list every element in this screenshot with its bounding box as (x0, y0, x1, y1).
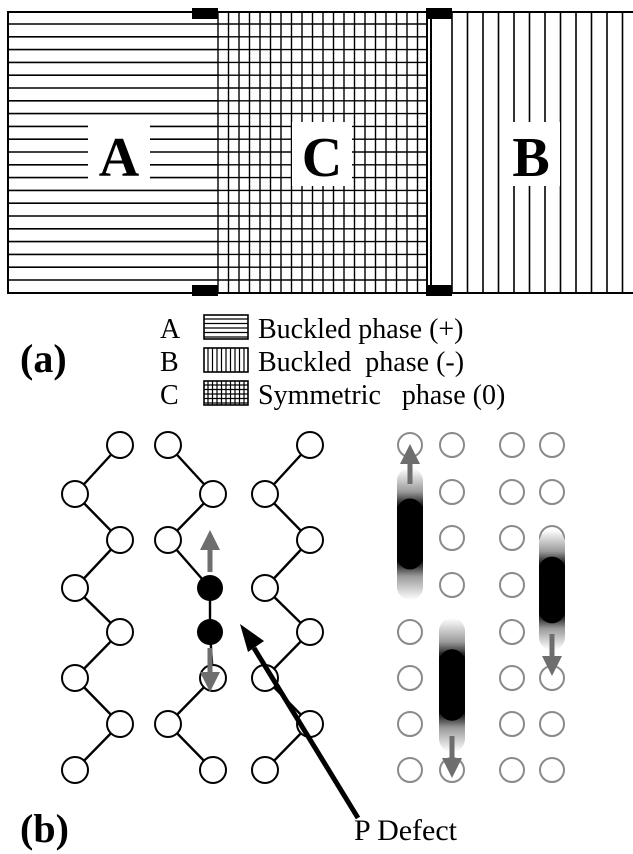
chain-atom (106, 618, 134, 646)
chain-atom (106, 710, 134, 738)
boundary-marker (192, 8, 218, 19)
lattice-ring (397, 432, 423, 458)
lattice-ring (439, 525, 465, 551)
region-b-label-backing (500, 122, 560, 186)
region-b-vertical-lines (451, 12, 624, 293)
chain-atom (61, 574, 89, 602)
moving-defect-atom (439, 694, 465, 721)
defect-atom (197, 619, 223, 645)
chain-atom (106, 526, 134, 554)
moving-defect-atom (439, 649, 465, 676)
legend-swatch-horizontal (203, 314, 249, 340)
chain-atom (199, 664, 227, 692)
boundary-marker (192, 285, 218, 296)
p-defect-pointer-head (240, 624, 264, 652)
moving-defects (397, 444, 565, 778)
chain-atom (296, 431, 324, 459)
defect-blur-trail (397, 468, 423, 600)
lattice-ring (397, 711, 423, 737)
p-defect-label: P Defect (354, 814, 458, 847)
chain-atom (251, 480, 279, 508)
lattice-ring (439, 432, 465, 458)
panel-b-tag: (b) (20, 806, 69, 851)
lattice-ring (539, 432, 565, 458)
lattice-ring (397, 757, 423, 783)
chain-atom (61, 756, 89, 784)
legend-letter-a: A (160, 314, 181, 345)
strip-frame (7, 11, 633, 294)
lattice-ring (499, 479, 525, 505)
panel-a-tag: (a) (20, 336, 67, 381)
legend-text-b: Buckled phase (-) (258, 347, 464, 378)
legend-text-c: Symmetric phase (0) (258, 380, 505, 411)
lattice-ring (397, 619, 423, 645)
lattice-ring (539, 711, 565, 737)
region-a-label: A (99, 127, 140, 189)
chain-atom (61, 480, 89, 508)
lattice-ring (539, 757, 565, 783)
lattice-ring (499, 432, 525, 458)
lattice-ring (499, 572, 525, 598)
region-c-label-backing (292, 122, 352, 186)
region-a-label-backing (88, 122, 150, 186)
lattice-ring (499, 665, 525, 691)
chain-atom (199, 756, 227, 784)
legend-letter-b: B (160, 347, 179, 378)
moving-defect-atom (539, 556, 565, 583)
zigzag-chains (61, 431, 324, 784)
phase-legend: A Buckled phase (+) B Buckled phase (-) … (160, 314, 505, 411)
legend-letter-c: C (160, 380, 179, 411)
chain-atom (199, 480, 227, 508)
moving-defect-atom (397, 543, 423, 570)
chain-atom (251, 756, 279, 784)
chain-atom (61, 664, 89, 692)
chain-atom (296, 618, 324, 646)
defect-blur-trail (539, 530, 565, 650)
chain-atom (154, 526, 182, 554)
defect-blur-trail (439, 618, 465, 752)
chain-atom (106, 431, 134, 459)
region-c-label: C (302, 127, 342, 189)
lattice-ring (499, 619, 525, 645)
legend-swatch-vertical (203, 347, 249, 373)
lattice-ring (439, 479, 465, 505)
panel-a: A C B A Buckled phase (+) B Buckled phas… (7, 8, 633, 411)
boundary-marker (426, 8, 452, 19)
moving-defect-atom (539, 597, 565, 624)
chain-atom (296, 526, 324, 554)
lattice-ring (499, 757, 525, 783)
lattice-ring (499, 711, 525, 737)
lattice-ring (499, 525, 525, 551)
lattice-ring (439, 572, 465, 598)
p-defect-pointer-arrow (251, 646, 361, 820)
chain-atom (154, 710, 182, 738)
chain-atom (251, 574, 279, 602)
chain-atom (154, 431, 182, 459)
region-b-label: B (512, 127, 549, 189)
legend-swatch-grid (203, 380, 249, 406)
legend-text-a: Buckled phase (+) (258, 314, 464, 345)
boundary-marker (426, 285, 452, 296)
defect-atom (197, 575, 223, 601)
lattice-ring (539, 665, 565, 691)
lattice-ring (539, 479, 565, 505)
moving-defect-atom (397, 498, 423, 525)
panel-b: P Defect (b) (20, 431, 565, 851)
lattice-ring (397, 665, 423, 691)
